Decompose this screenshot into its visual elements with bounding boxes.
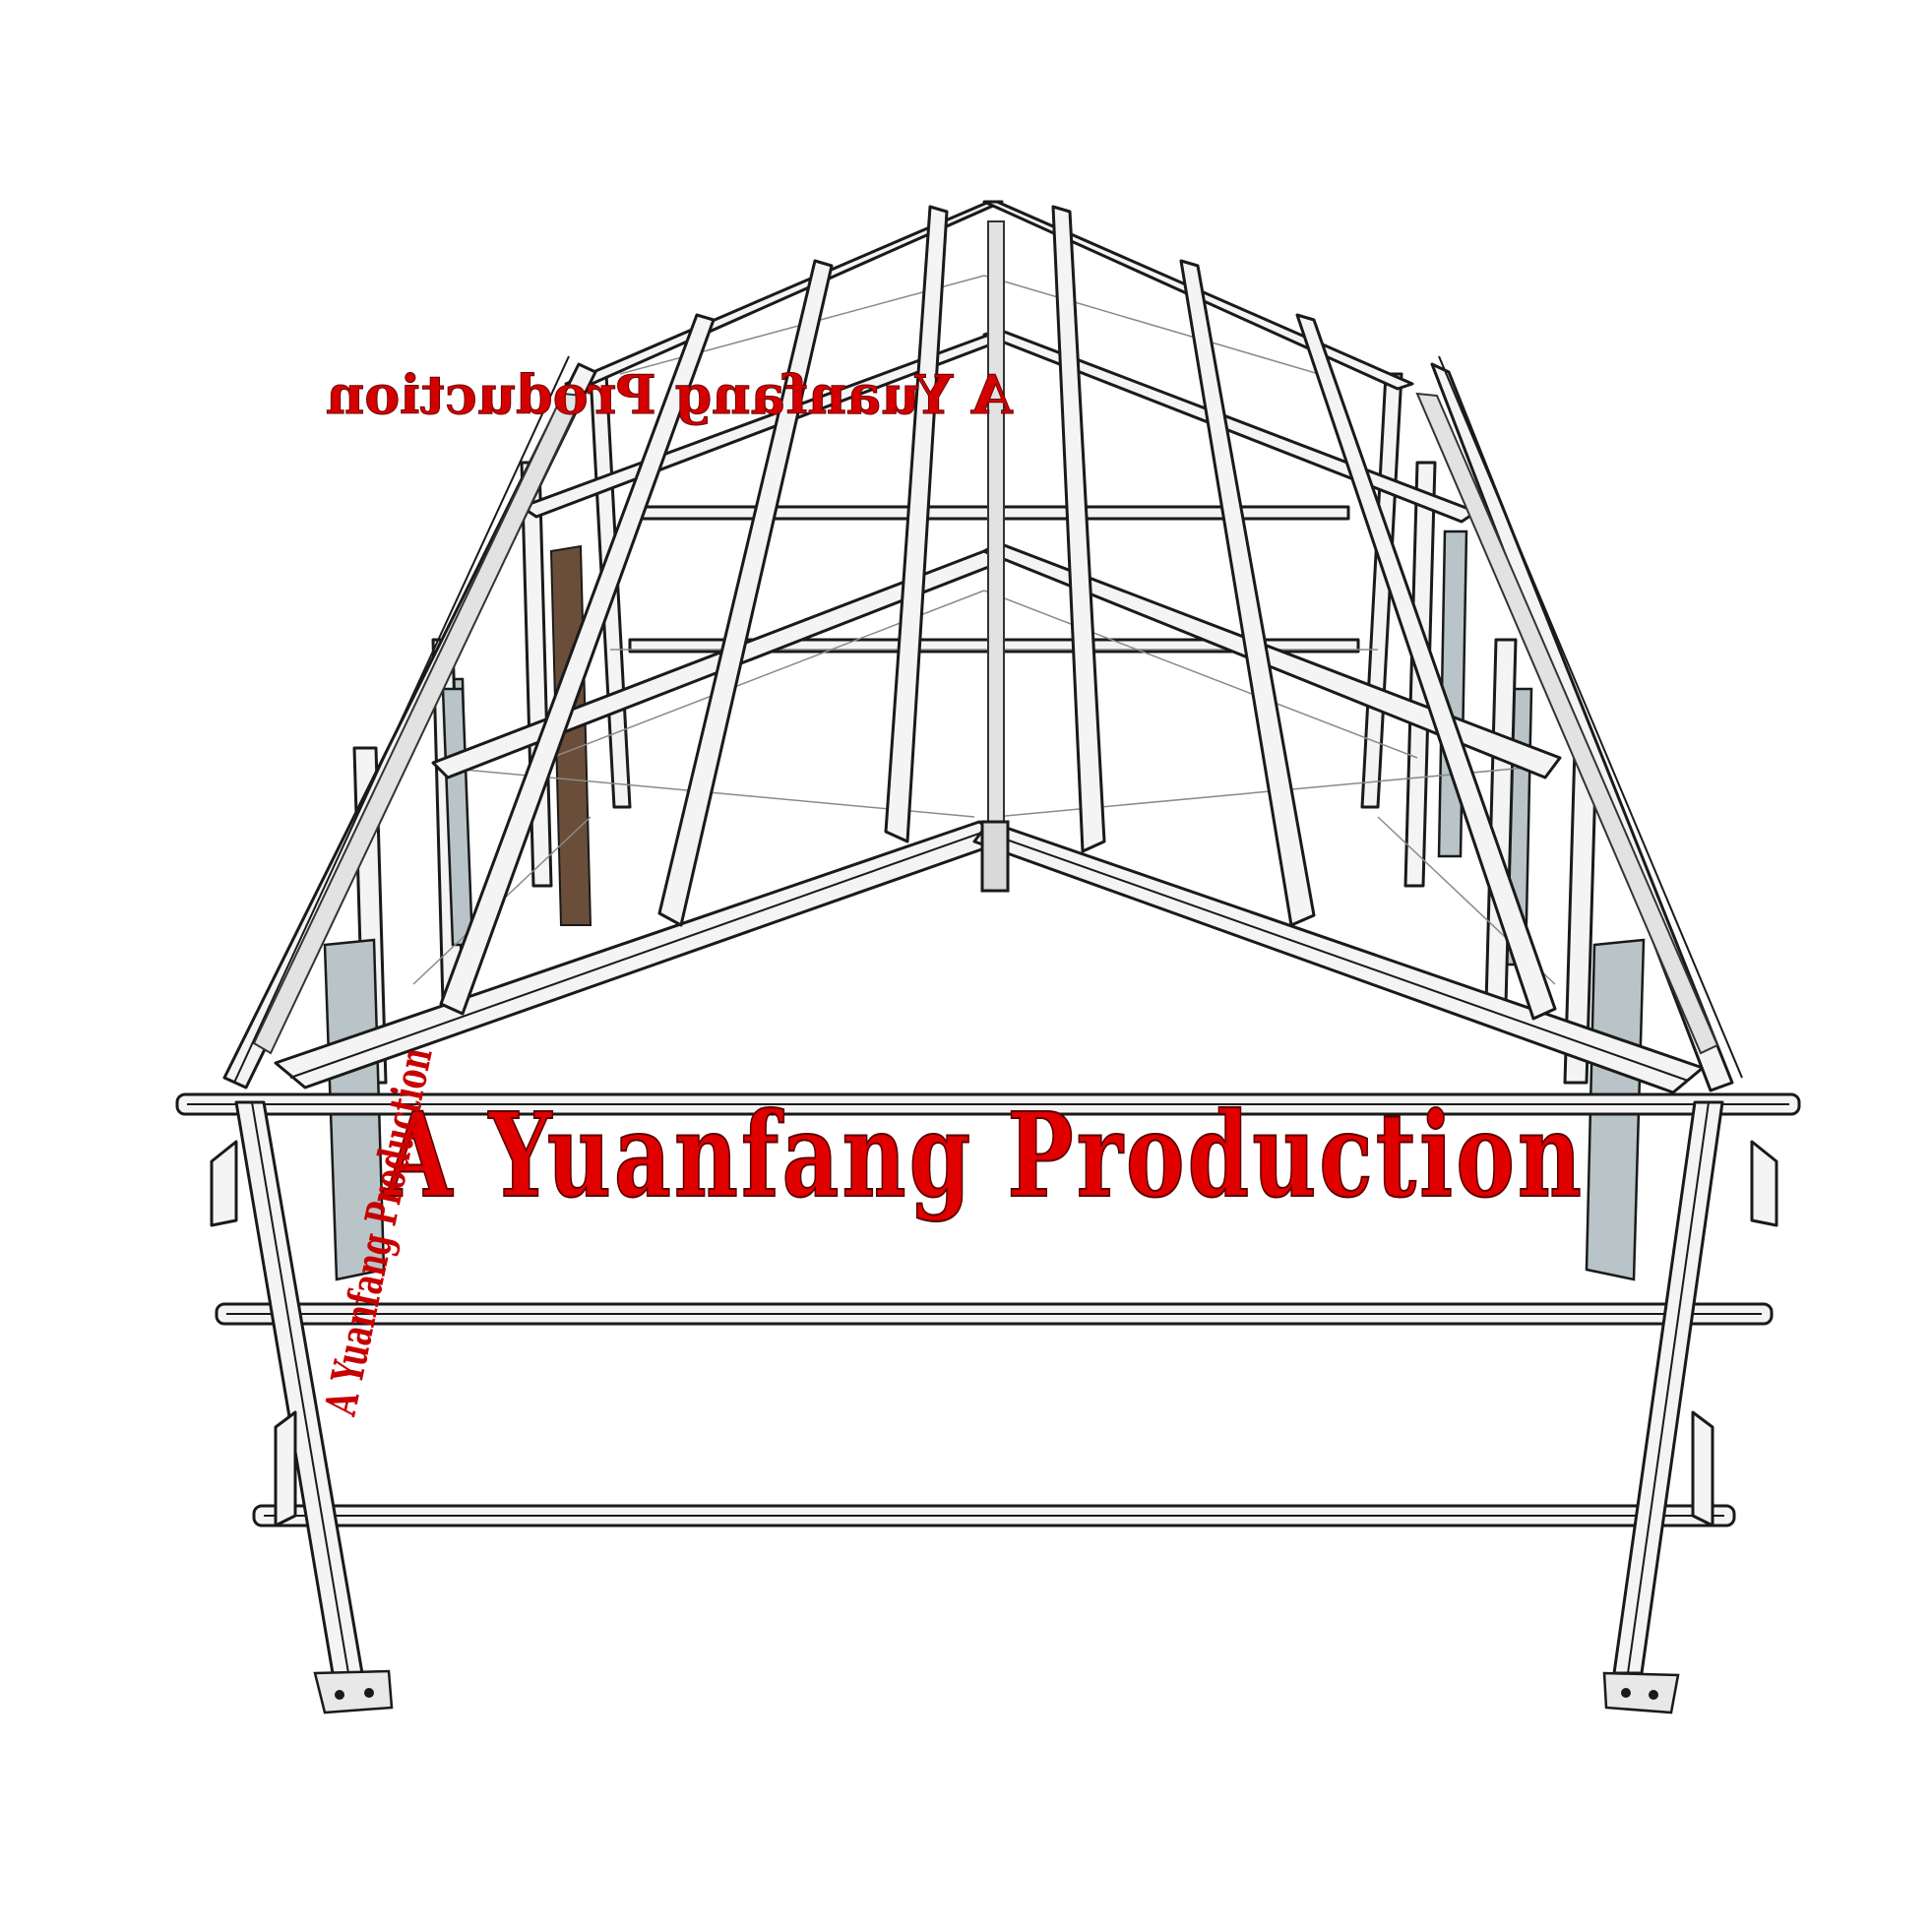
right-base-plate bbox=[1602, 1671, 1680, 1714]
watermark-text: A Yuanfang Production bbox=[383, 1087, 1585, 1223]
left-base-plate bbox=[313, 1669, 394, 1714]
back-watermark: A Yuanfang Production bbox=[326, 363, 1014, 426]
ridge-pipe bbox=[980, 220, 1010, 893]
front-girts bbox=[175, 1092, 1801, 1527]
roof-purlins bbox=[222, 205, 1743, 1092]
front-columns bbox=[210, 1100, 1778, 1714]
